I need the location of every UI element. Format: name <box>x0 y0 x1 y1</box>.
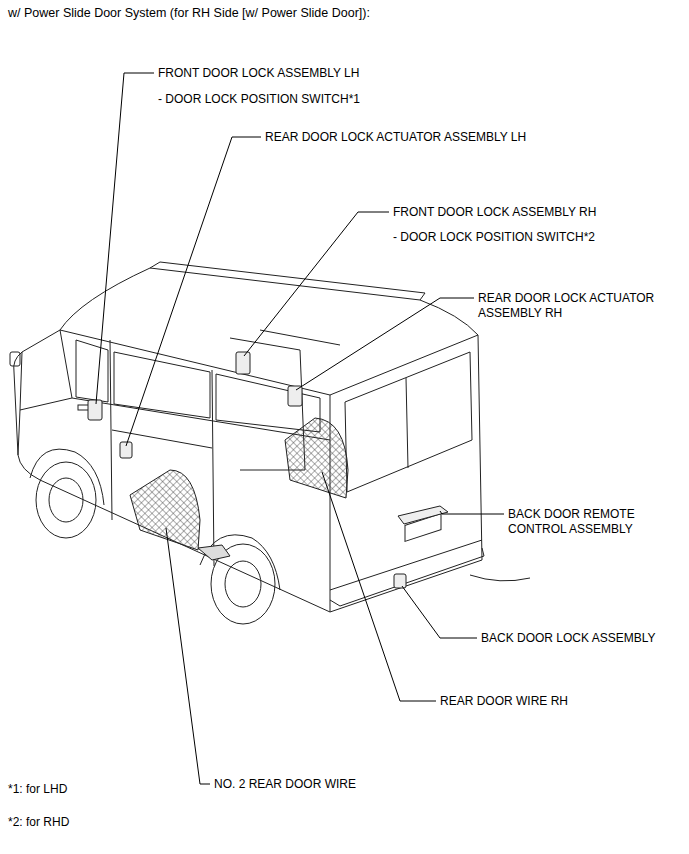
van-body <box>49 478 83 522</box>
lock-part <box>88 352 448 588</box>
van-body <box>225 561 261 607</box>
footnote: *1: for LHD <box>8 782 67 797</box>
part-name: NO. 2 REAR DOOR WIRE <box>214 777 356 792</box>
part-name: REAR DOOR WIRE RH <box>440 694 568 709</box>
van-body <box>330 335 482 612</box>
part-name: - DOOR LOCK POSITION SWITCH*2 <box>393 230 595 245</box>
van-body <box>10 262 530 624</box>
door-wire <box>285 418 348 498</box>
part-name: FRONT DOOR LOCK ASSEMBLY LH <box>158 66 359 81</box>
van-body <box>18 410 20 455</box>
van-body <box>406 378 408 468</box>
part-name: BACK DOOR REMOTE CONTROL ASSEMBLY <box>508 507 668 537</box>
van-body <box>150 262 425 300</box>
leader-line <box>166 528 210 784</box>
van-body <box>10 352 20 366</box>
lock-part <box>398 506 448 524</box>
van-body <box>216 374 320 432</box>
van-body <box>114 352 210 418</box>
van-body <box>200 535 280 590</box>
part-name: - DOOR LOCK POSITION SWITCH*1 <box>158 92 360 107</box>
van-body <box>345 352 472 492</box>
door-wire <box>130 470 200 550</box>
van-body <box>14 352 40 480</box>
leader-line <box>96 73 504 784</box>
van-body <box>212 370 214 566</box>
van-body <box>260 330 340 345</box>
lock-part <box>236 352 250 374</box>
leader-line <box>126 137 261 446</box>
part-name: BACK DOOR LOCK ASSEMBLY <box>481 631 656 646</box>
diagram-title: w/ Power Slide Door System (for RH Side … <box>8 6 370 21</box>
leader-line <box>440 511 504 514</box>
footnote: *2: for RHD <box>8 815 69 830</box>
lock-part <box>394 574 406 588</box>
leader-line <box>322 472 436 701</box>
part-name: REAR DOOR LOCK ACTUATOR ASSEMBLY LH <box>265 130 526 145</box>
lock-part <box>288 386 302 406</box>
van-body <box>110 340 112 520</box>
door-wire <box>130 418 348 560</box>
van-body <box>36 462 96 538</box>
leader-line <box>244 212 389 356</box>
van-body <box>30 449 104 505</box>
leader-line <box>96 73 154 404</box>
lock-part <box>88 400 102 420</box>
van-body <box>470 575 530 581</box>
van-body <box>330 548 484 606</box>
van-body <box>60 268 478 395</box>
door-wire <box>198 545 230 560</box>
part-name: FRONT DOOR LOCK ASSEMBLY RH <box>393 205 596 220</box>
leader-line <box>296 298 474 390</box>
van-body <box>76 340 108 402</box>
leader-line <box>402 586 477 638</box>
lock-part <box>120 442 132 458</box>
van-body <box>20 330 72 410</box>
part-name: REAR DOOR LOCK ACTUATOR ASSEMBLY RH <box>478 291 673 321</box>
